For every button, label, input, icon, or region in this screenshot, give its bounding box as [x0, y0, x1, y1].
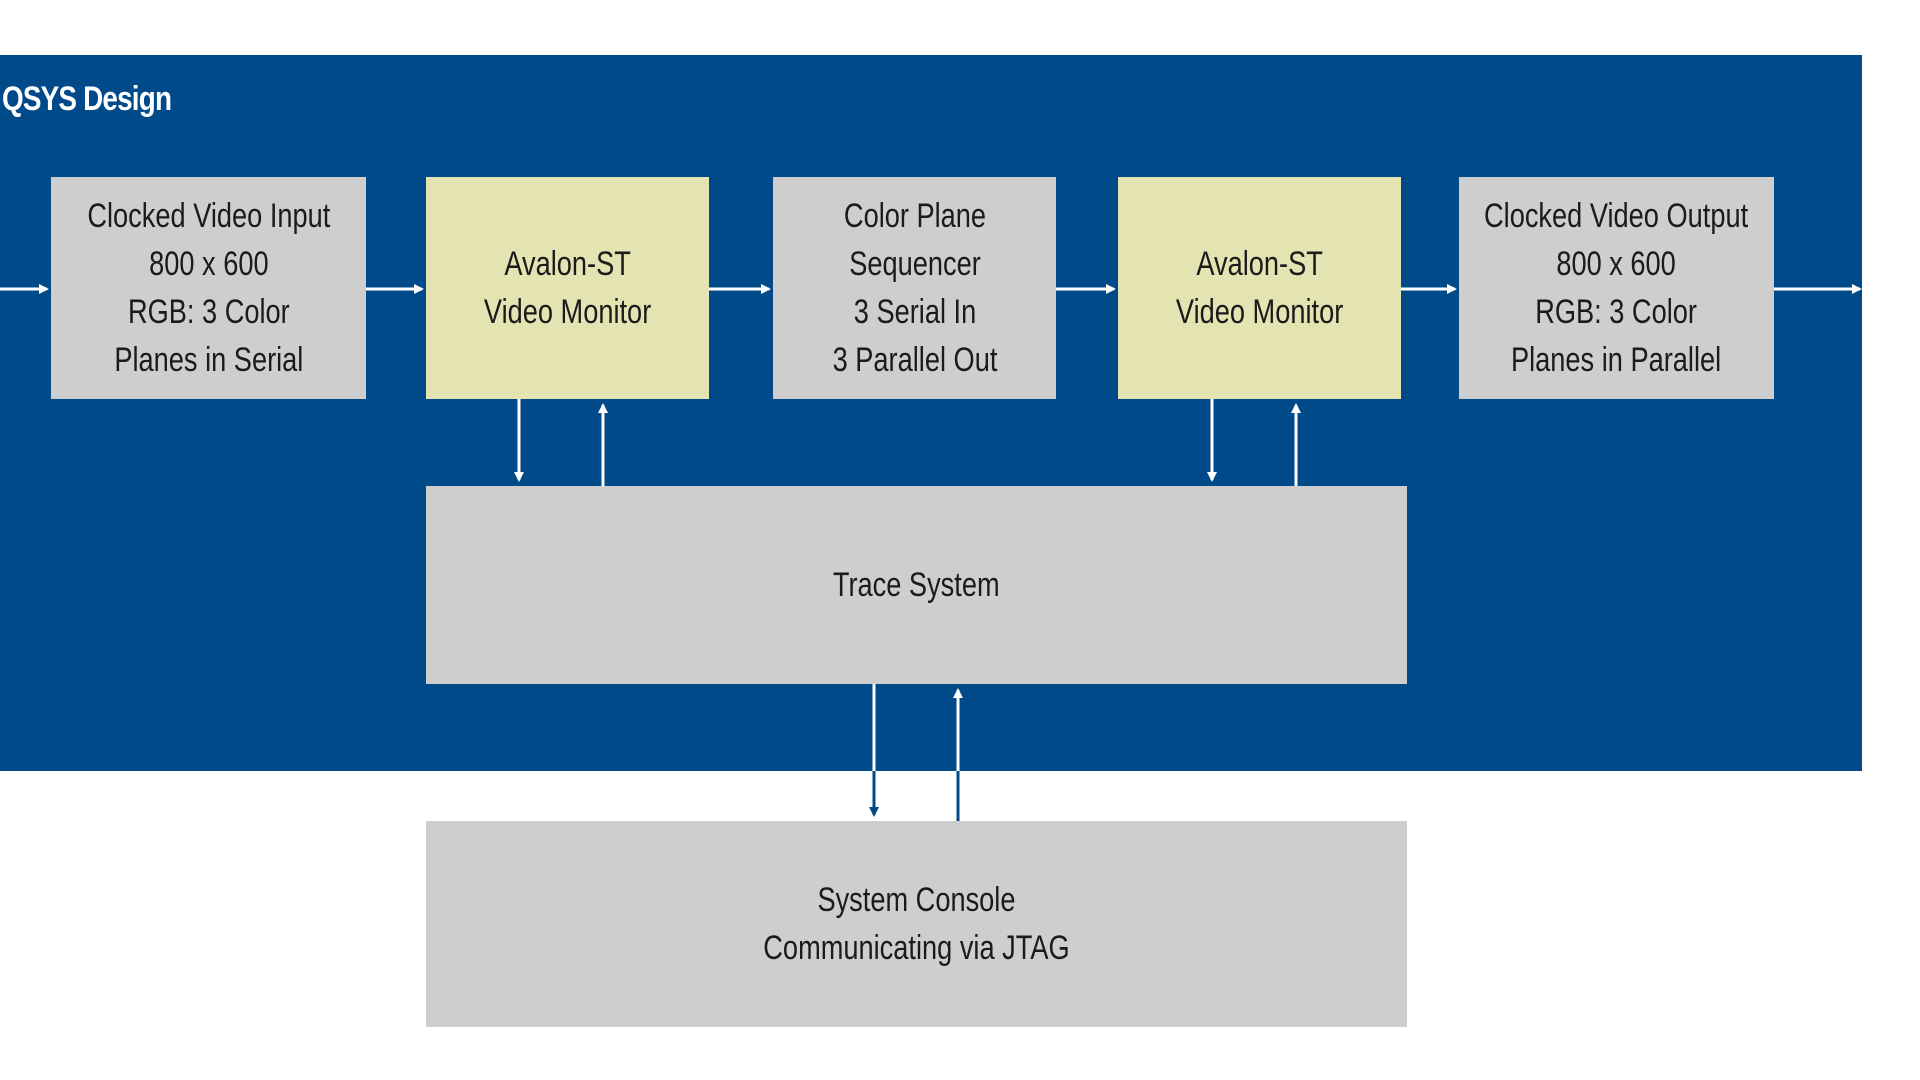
node-text-line: System Console: [817, 881, 1016, 919]
node-text-line: 3 Serial In: [853, 293, 976, 331]
node-text-line: Avalon-ST: [1196, 245, 1323, 283]
node-text-line: Planes in Parallel: [1511, 341, 1722, 379]
node-text-line: Video Monitor: [483, 293, 652, 331]
node-text-line: Clocked Video Output: [1484, 197, 1749, 235]
node-text-line: Color Plane: [843, 197, 986, 235]
node-text-line: 800 x 600: [148, 245, 269, 283]
node-text-line: 800 x 600: [1556, 245, 1677, 283]
node-text-line: Video Monitor: [1175, 293, 1344, 331]
node-text-line: Clocked Video Input: [87, 197, 330, 235]
node-text-line: Avalon-ST: [504, 245, 631, 283]
node-text-line: RGB: 3 Color: [127, 293, 290, 331]
node-text-line: Sequencer: [848, 245, 981, 283]
node-text-line: 3 Parallel Out: [832, 341, 997, 379]
node-text-line: Trace System: [833, 566, 1000, 604]
panel-title: QSYS Design: [2, 80, 172, 118]
trace-system-block: Trace System: [426, 486, 1407, 684]
node-text-line: Planes in Serial: [113, 341, 303, 379]
video-monitor-1-block: Avalon-ST Video Monitor: [426, 177, 709, 399]
video-monitor-2-block: Avalon-ST Video Monitor: [1118, 177, 1401, 399]
node-text-line: RGB: 3 Color: [1535, 293, 1698, 331]
node-text-line: Communicating via JTAG: [763, 929, 1070, 967]
